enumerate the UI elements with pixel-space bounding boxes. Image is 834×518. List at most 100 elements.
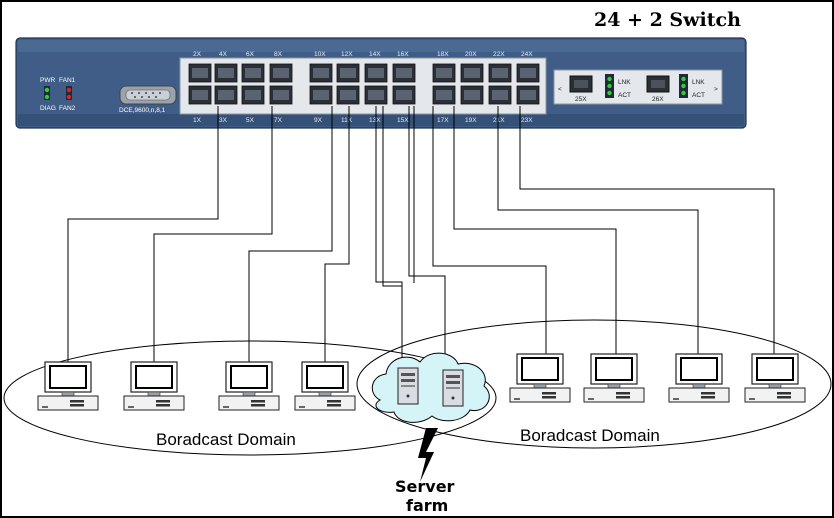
port-panel [179, 57, 547, 115]
port-label-bottom: 7X [274, 117, 283, 124]
cable-10 [453, 106, 617, 354]
server-tower-1 [397, 367, 419, 405]
status-label-pwr: PWR [40, 77, 55, 84]
rj45-port-socket [464, 68, 480, 78]
rj45-port-socket [436, 90, 452, 100]
cable-12 [519, 106, 775, 354]
port-label-top: 8X [274, 51, 283, 58]
rj45-ports [188, 63, 540, 105]
led-fan2 [66, 94, 72, 100]
uplink-port-25x-label: 25X [575, 96, 587, 103]
workstation [744, 353, 806, 403]
port-label-bottom: 3X [219, 117, 228, 124]
rj45-port-socket [313, 68, 329, 78]
led-pwr [44, 87, 50, 93]
port-label-bottom: 19X [465, 117, 477, 124]
server-farm-label-line1: Server [395, 477, 455, 496]
uplink-25x-act: ACT [618, 92, 631, 99]
port-label-top: 12X [341, 51, 353, 58]
broadcast-domain-right-label: Boradcast Domain [520, 426, 660, 445]
port-label-bottom: 21X [493, 117, 505, 124]
port-label-bottom: 9X [314, 117, 323, 124]
rj45-port-socket [492, 68, 508, 78]
status-label-diag: DIAG [40, 105, 56, 112]
status-label-fan1: FAN1 [59, 77, 76, 84]
uplink-module: < > 25X LNK ACT 26X LNK ACT [553, 69, 723, 105]
workstation [37, 361, 99, 411]
port-label-top: 16X [397, 51, 409, 58]
port-label-bottom: 1X [193, 117, 202, 124]
port-label-bottom: 15X [397, 117, 409, 124]
port-label-bottom: 23X [521, 117, 533, 124]
console-port: DCE,9600,n,8,1 [119, 85, 177, 114]
cable-2 [153, 106, 273, 362]
svg-text:>: > [714, 86, 718, 93]
port-label-top: 22X [493, 51, 505, 58]
diagram-title: 24 + 2 Switch [594, 9, 741, 31]
lightning-bolt-icon [418, 428, 438, 482]
port-label-top: 20X [465, 51, 477, 58]
rj45-port-socket [464, 90, 480, 100]
port-label-top: 18X [437, 51, 449, 58]
workstation [583, 353, 645, 403]
rj45-port-socket [520, 68, 536, 78]
rj45-port-socket [340, 90, 356, 100]
rj45-port-socket [273, 90, 289, 100]
network-cables [67, 106, 775, 370]
workstation [218, 361, 280, 411]
workstation [294, 361, 356, 411]
rj45-port-socket [192, 90, 208, 100]
port-label-bottom: 13X [369, 117, 381, 124]
rj45-port-socket [218, 68, 234, 78]
cable-7 [408, 106, 446, 370]
cable-1 [67, 106, 219, 362]
console-port-label: DCE,9600,n,8,1 [119, 107, 166, 114]
server-farm-cloud [371, 352, 490, 423]
uplink-26x-lnk: LNK [692, 79, 705, 86]
rj45-port-socket [396, 68, 412, 78]
port-label-bottom: 5X [246, 117, 255, 124]
rj45-port-socket [245, 90, 261, 100]
uplink-port-26x-label: 26X [652, 96, 664, 103]
rj45-port-socket [313, 90, 329, 100]
port-label-top: 24X [521, 51, 533, 58]
cable-5 [375, 106, 403, 368]
rj45-port-socket [492, 90, 508, 100]
rj45-port-socket [340, 68, 356, 78]
workstation [668, 353, 730, 403]
port-label-top: 2X [193, 51, 202, 58]
cable-3 [248, 106, 333, 362]
broadcast-domain-right [356, 319, 832, 449]
led-diag [44, 94, 50, 100]
cable-4 [324, 106, 350, 362]
cable-11 [497, 106, 699, 354]
port-label-top: 6X [246, 51, 255, 58]
status-led-panel: PWR FAN1 DIAG FAN2 [40, 77, 76, 112]
server-tower-2 [442, 369, 464, 407]
rj45-port-socket [245, 68, 261, 78]
broadcast-domain-left-label: Boradcast Domain [156, 430, 296, 449]
broadcast-domain-left [3, 340, 497, 456]
server-farm-label-line2: farm [406, 496, 448, 515]
uplink-26x-act: ACT [692, 92, 705, 99]
status-label-fan2: FAN2 [59, 105, 76, 112]
rj45-port-socket [368, 68, 384, 78]
led-fan1 [66, 87, 72, 93]
cable-6 [382, 106, 402, 287]
rj45-port-socket [218, 90, 234, 100]
workstation [123, 361, 185, 411]
rj45-port-socket [273, 68, 289, 78]
cable-9 [432, 106, 547, 354]
rj45-port-socket [520, 90, 536, 100]
port-label-top: 4X [219, 51, 228, 58]
port-label-top: 14X [369, 51, 381, 58]
port-label-bottom: 11X [341, 117, 353, 124]
rj45-port-socket [192, 68, 208, 78]
rj45-port-socket [368, 90, 384, 100]
workstations [37, 353, 806, 411]
uplink-25x-lnk: LNK [618, 79, 631, 86]
